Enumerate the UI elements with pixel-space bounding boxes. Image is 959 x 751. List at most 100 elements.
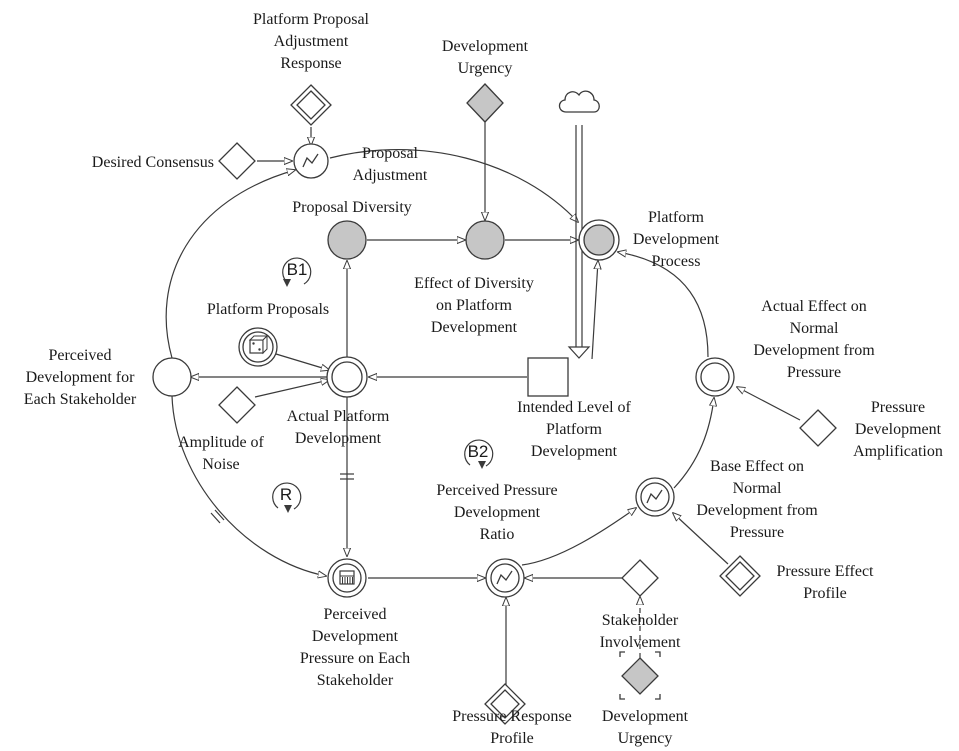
label-line: Development: [454, 504, 541, 521]
link-actual-effect-to-process: [618, 252, 709, 358]
label-line: Development from: [753, 342, 875, 359]
link-effect-profile-to-base: [673, 513, 729, 565]
cloud-icon: [558, 90, 600, 113]
label-line: Stakeholder: [602, 612, 679, 629]
connectors: [165, 122, 801, 687]
label-line: Each Stakeholder: [24, 391, 137, 408]
label-line: on Platform: [436, 297, 513, 314]
proposal-adjustment-node: [293, 143, 329, 179]
actual-platform-development-node: [326, 356, 368, 398]
label-line: Pressure: [787, 364, 841, 381]
dice-icon: [248, 334, 269, 355]
label-line: Development: [855, 421, 942, 438]
base-effect-node: [635, 477, 675, 517]
label-line: Profile: [490, 730, 534, 747]
platform-proposals-node: [238, 327, 278, 367]
label-line: Pressure Response: [452, 708, 572, 725]
label-line: Amplification: [853, 443, 943, 460]
label-line: Urgency: [458, 60, 513, 77]
label-line: Normal: [790, 320, 839, 337]
label-line: Pressure Effect: [777, 563, 875, 580]
label-line: Development: [531, 443, 618, 460]
label-line: Development: [602, 708, 689, 725]
link-noise-to-actual: [254, 380, 329, 398]
link-ratio-to-base: [521, 508, 636, 566]
ppar-node: [290, 84, 332, 126]
label-line: Development from: [696, 502, 818, 519]
label-line: Adjustment: [353, 167, 428, 184]
proposal-diversity-node: [327, 220, 367, 260]
label-line: Actual Effect on: [761, 298, 866, 315]
label-line: Profile: [803, 585, 847, 602]
label-line: Platform: [648, 209, 705, 226]
label-line: Process: [652, 253, 701, 270]
label-line: Platform Proposal: [253, 11, 370, 28]
label-line: Proposal: [362, 145, 419, 162]
label-line: Effect of Diversity: [414, 275, 534, 292]
label-amplitude-of-noise: Amplitude of Noise: [178, 434, 264, 473]
bar-gauge-icon: [339, 570, 355, 585]
desired-consensus-node: [218, 142, 256, 180]
link-amplification-to-actual-effect: [737, 387, 801, 421]
label-line: Proposal Diversity: [292, 199, 412, 216]
graph-line-icon: [302, 153, 319, 168]
label-line: Development: [312, 628, 399, 645]
graph-line-icon: [646, 489, 663, 504]
label-line: Adjustment: [274, 33, 349, 50]
label-line: Development: [431, 319, 518, 336]
perceived-development-pressure-node: [327, 558, 367, 598]
label-line: Amplitude of: [178, 434, 264, 451]
loop-marker-b1: B1: [282, 257, 312, 287]
label-line: Base Effect on: [710, 458, 804, 475]
label-line: Platform Proposals: [207, 301, 329, 318]
loop-marker-b2: B2: [464, 439, 494, 469]
flow-arrowhead: [567, 346, 591, 359]
label-line: Pressure: [871, 399, 925, 416]
label-proposal-diversity: Proposal Diversity: [292, 199, 412, 216]
link-intended-to-process: [591, 261, 598, 360]
development-urgency-shadow-node: [619, 651, 661, 700]
label-line: Development: [295, 430, 382, 447]
label-line: Development for: [26, 369, 136, 386]
label-line: Desired Consensus: [92, 154, 214, 171]
loop-marker-r: R: [272, 482, 302, 513]
pressure-effect-profile-node: [719, 555, 761, 597]
pressure-response-profile-node: [484, 683, 526, 725]
stakeholder-involvement-node: [621, 559, 659, 597]
label-line: Noise: [202, 456, 239, 473]
label-line: Pressure: [730, 524, 784, 541]
label-line: Pressure on Each: [300, 650, 410, 667]
link-perceived-to-adjustment: [165, 170, 295, 359]
label-line: Perceived Pressure: [436, 482, 557, 499]
label-line: Involvement: [600, 634, 681, 651]
loop-label-b2: B2: [468, 442, 489, 461]
label-line: Normal: [733, 480, 782, 497]
graph-line-icon: [496, 570, 513, 585]
actual-effect-node: [695, 357, 735, 397]
label-line: Perceived: [323, 606, 386, 623]
development-urgency-node: [466, 83, 504, 123]
perceived-pressure-ratio-node: [485, 558, 525, 598]
effect-of-diversity-node: [465, 220, 505, 260]
delay-mark-2b: [214, 509, 225, 521]
loop-label-r: R: [280, 485, 292, 504]
label-line: Development: [442, 38, 529, 55]
label-line: Ratio: [480, 526, 515, 543]
label-line: Stakeholder: [317, 672, 394, 689]
